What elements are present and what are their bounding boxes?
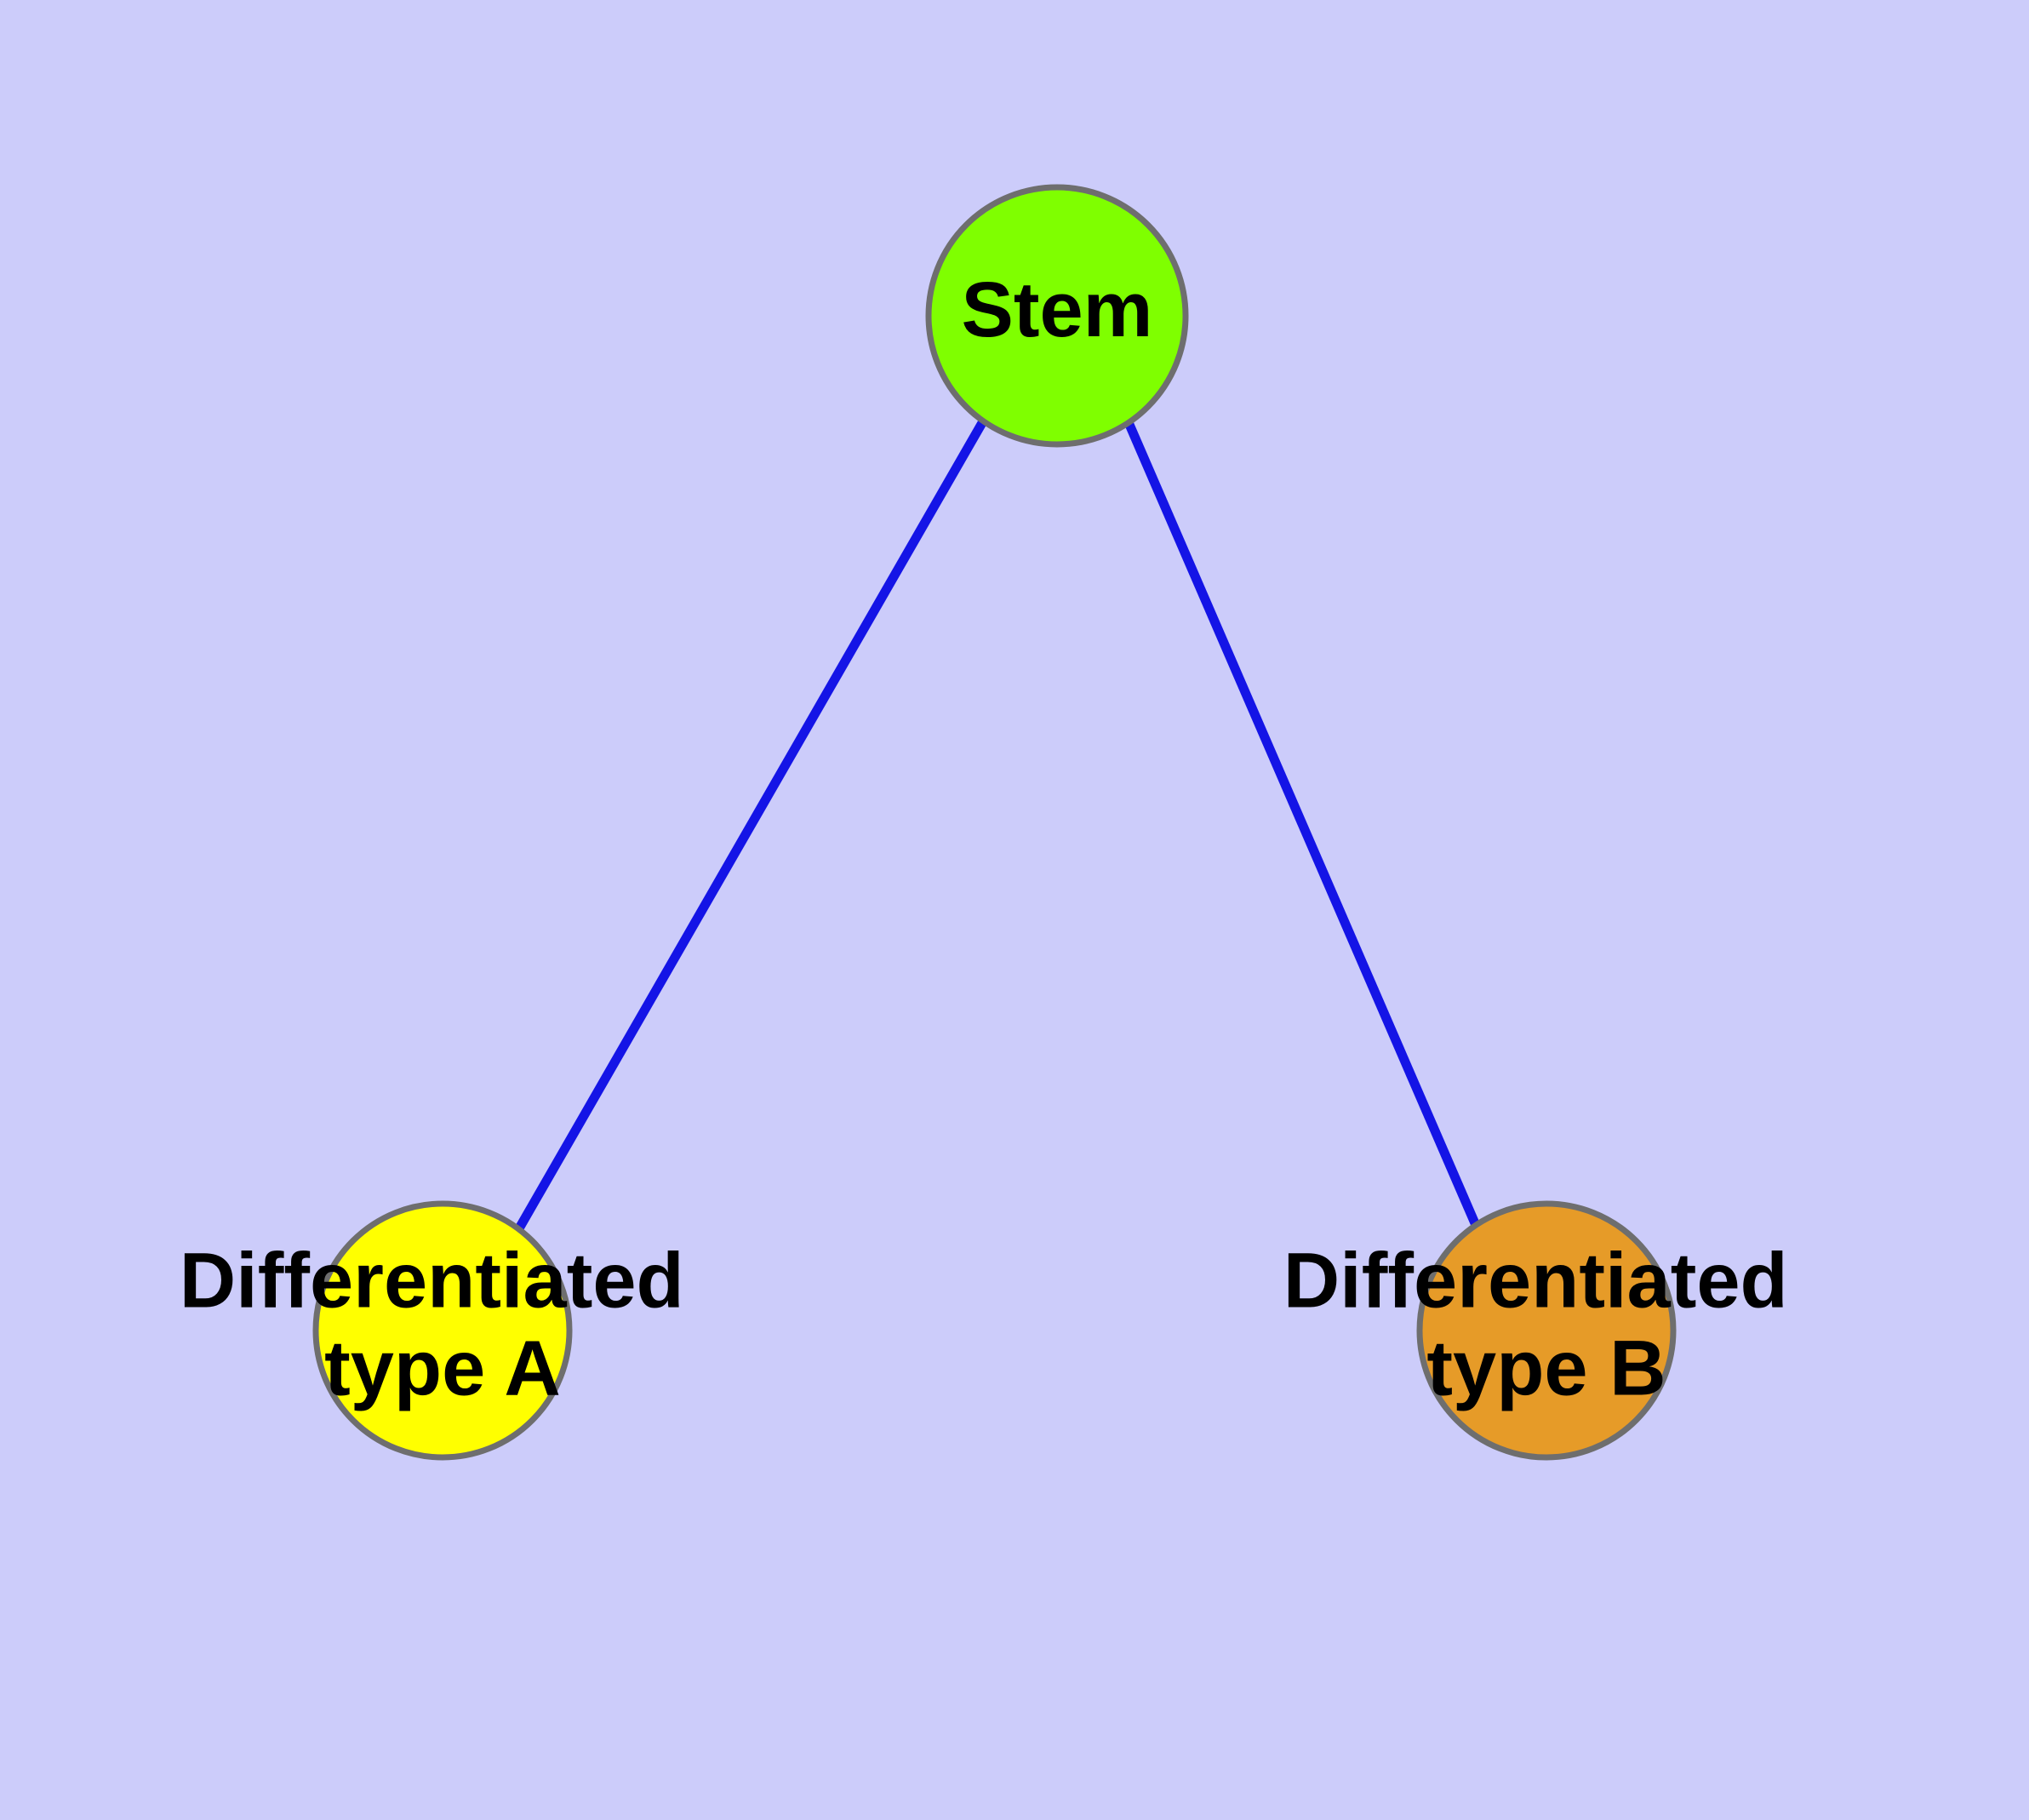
node-differentiated-type-a-circle[interactable]	[312, 1200, 573, 1461]
labels-layer: Stem Differentiated type A Differentiate…	[180, 266, 1810, 1412]
nodes-layer	[312, 184, 1677, 1461]
node-differentiated-type-b-label-line1: Differentiated	[1283, 1238, 1788, 1325]
node-differentiated-type-b-label: Differentiated type B	[1283, 1238, 1810, 1412]
edges-layer	[515, 418, 1480, 1231]
node-differentiated-type-a-label: Differentiated type A	[180, 1238, 706, 1412]
edge-stem-to-differentiated-type-b[interactable]	[1123, 418, 1480, 1226]
node-stem-circle[interactable]	[925, 184, 1189, 448]
node-stem-label: Stem	[962, 266, 1153, 353]
node-differentiated-type-a-label-line2: type A	[324, 1325, 561, 1412]
node-differentiated-type-b-circle[interactable]	[1416, 1200, 1677, 1461]
edge-stem-to-differentiated-type-a[interactable]	[515, 419, 987, 1231]
node-stem-label-line1: Stem	[962, 266, 1153, 353]
node-differentiated-type-a-label-line1: Differentiated	[180, 1238, 684, 1325]
node-differentiated-type-b-label-line2: type B	[1426, 1325, 1666, 1412]
